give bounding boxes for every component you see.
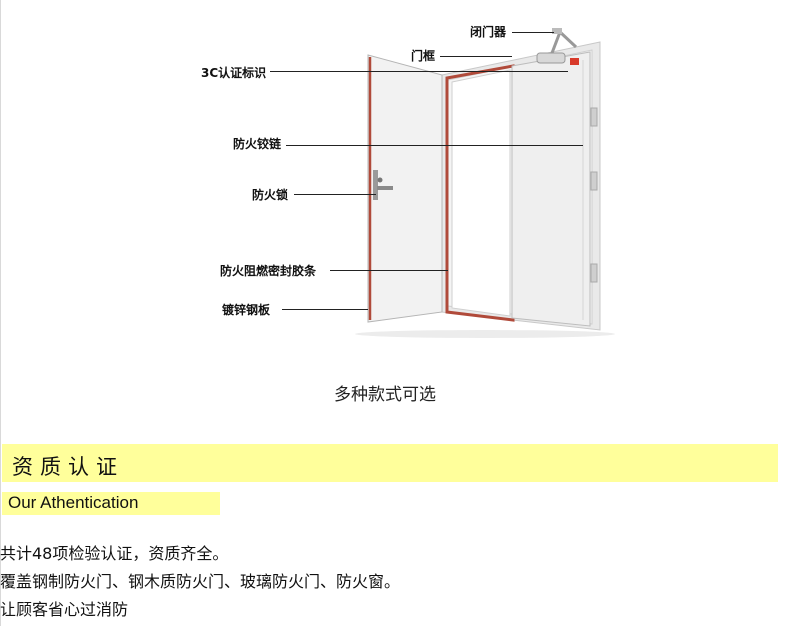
leader-seal-strip	[330, 270, 448, 271]
diagram-caption: 多种款式可选	[334, 385, 436, 405]
callout-seal-strip: 防火阻燃密封胶条	[220, 264, 317, 278]
door-diagram: 闭门器 门框 3C认证标识 防火铰链 防火锁 防火阻燃密封胶条 镀锌钢板	[201, 25, 615, 338]
callout-door-frame: 门框	[411, 49, 436, 63]
leader-steel-plate	[282, 309, 368, 310]
certification-line-1: 共计48项检验认证，资质齐全。	[0, 544, 229, 563]
callout-steel-plate: 镀锌钢板	[222, 303, 271, 317]
certification-title: 资质认证	[12, 455, 124, 479]
door-closer-shape	[536, 28, 578, 64]
certification-line-3: 让顾客省心过消防	[0, 600, 129, 619]
leader-lock	[294, 194, 376, 195]
callout-lock: 防火锁	[252, 188, 289, 202]
certification-line-2: 覆盖钢制防火门、钢木质防火门、玻璃防火门、防火窗。	[0, 572, 401, 591]
certification-title-band: 资质认证	[2, 444, 778, 482]
leader-door-frame	[440, 56, 512, 57]
certification-subtitle: Our Athentication	[8, 493, 139, 512]
callout-door-closer: 闭门器	[470, 25, 507, 39]
leader-door-closer	[512, 32, 554, 33]
leader-cert-mark	[270, 71, 568, 72]
lock-shape	[373, 170, 393, 200]
leader-hinge	[286, 145, 583, 146]
double-fire-door-image	[355, 28, 615, 338]
callout-cert-mark: 3C认证标识	[201, 66, 267, 80]
certification-subtitle-band: Our Athentication	[2, 492, 220, 515]
callout-hinge: 防火铰链	[233, 137, 282, 151]
left-border	[0, 0, 1, 626]
